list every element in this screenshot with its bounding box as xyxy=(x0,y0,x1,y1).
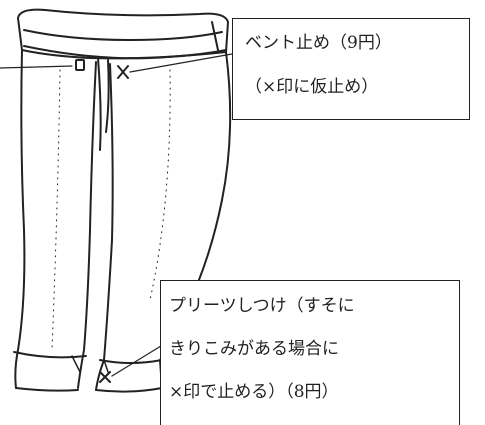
hem-tack-x-mark xyxy=(99,371,111,383)
left-leg-outline xyxy=(14,49,26,389)
pleat-callout-line-2: きりこみがある場合に xyxy=(169,339,339,359)
fly-line xyxy=(97,57,102,151)
left-hem xyxy=(13,351,87,359)
button-icon xyxy=(75,59,85,71)
vent-tack-callout: ベント止め（9円） （×印に仮止め） xyxy=(232,18,470,120)
leader-line-left xyxy=(0,65,73,69)
vent-tack-x-mark xyxy=(117,65,129,79)
waistband-inner xyxy=(23,29,223,41)
vent-callout-line-2: （×印に仮止め） xyxy=(245,77,379,97)
vent-callout-line-1: ベント止め（9円） xyxy=(245,33,392,53)
pleat-basting-callout: プリーツしつけ（すそに きりこみがある場合に ×印で止める）（8円） xyxy=(160,280,460,425)
pleat-callout-line-3: ×印で止める）（8円） xyxy=(169,382,339,402)
waistband-outline xyxy=(17,8,229,60)
leader-line-vent xyxy=(129,53,233,73)
right-hem xyxy=(99,359,163,364)
pleat-callout-line-1: プリーツしつけ（すそに xyxy=(169,296,355,316)
